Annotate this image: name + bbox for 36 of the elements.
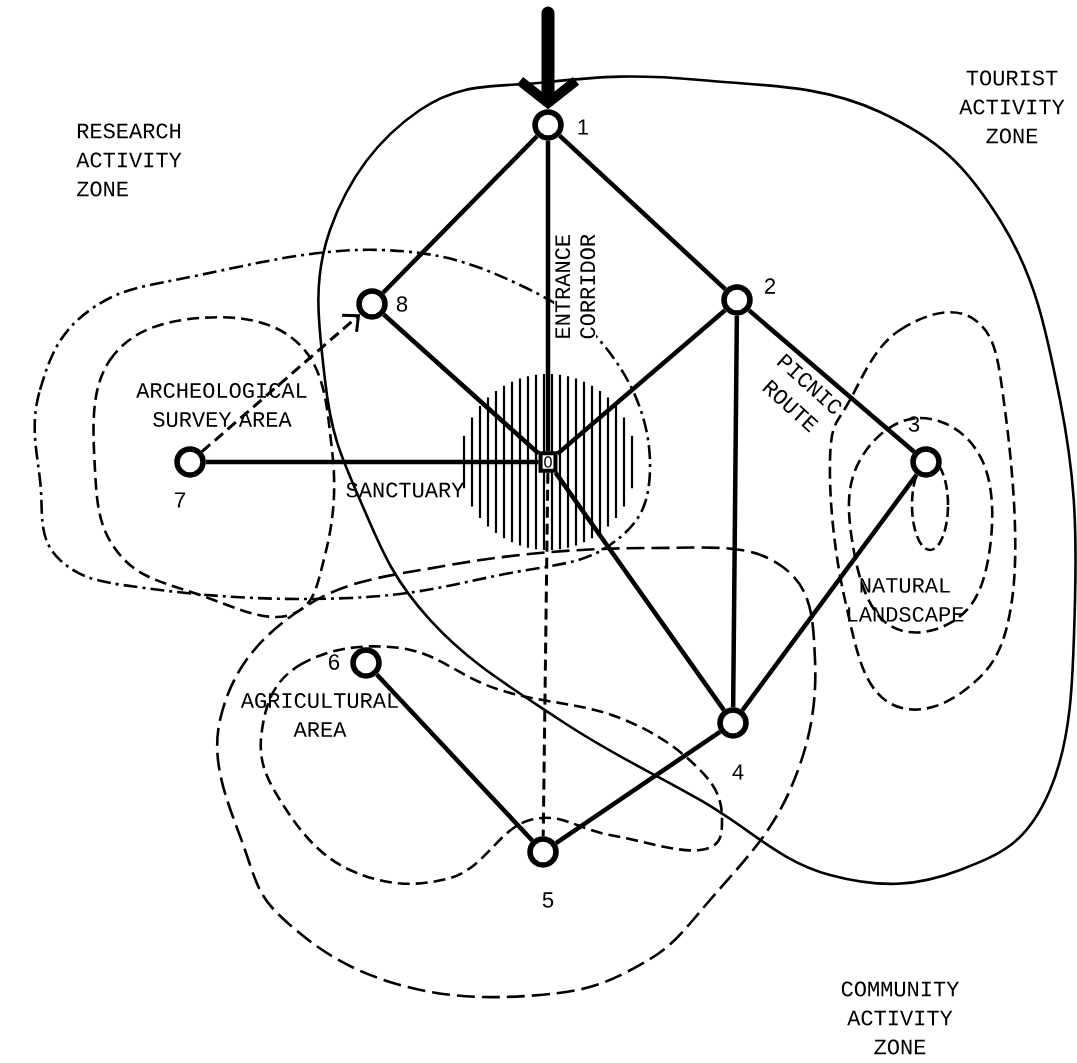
circle-node bbox=[356, 288, 388, 320]
circle-node bbox=[717, 707, 749, 739]
circle-node bbox=[532, 109, 564, 141]
path-line bbox=[558, 134, 727, 291]
path-line bbox=[382, 312, 541, 456]
edge-label: ENTRANCE CORRIDOR bbox=[554, 220, 597, 353]
circle-node bbox=[910, 446, 942, 478]
square-node: 0 bbox=[538, 451, 558, 473]
path-line bbox=[747, 308, 916, 454]
node-number: 2 bbox=[765, 278, 775, 294]
node-number: 8 bbox=[396, 296, 408, 312]
node-number: 1 bbox=[578, 119, 589, 135]
path-line bbox=[375, 672, 534, 843]
arrow bbox=[200, 313, 361, 453]
area-label: AGRICULTURAL AREA bbox=[240, 693, 398, 737]
circle-node bbox=[721, 284, 753, 316]
area-label: TOURIST ACTIVITY ZONE bbox=[959, 70, 1065, 144]
path-line bbox=[740, 473, 919, 712]
area-label: COMMUNITY ACTIVITY ZONE bbox=[841, 981, 959, 1055]
path-line bbox=[553, 471, 726, 712]
circle-node bbox=[174, 446, 206, 478]
path-line bbox=[730, 315, 740, 708]
area-label: RESEARCH ACTIVITY ZONE bbox=[76, 123, 182, 197]
node-number: 6 bbox=[329, 654, 340, 670]
path-line bbox=[554, 729, 722, 845]
node-number: 4 bbox=[732, 764, 744, 780]
path-line bbox=[381, 134, 539, 295]
path-line bbox=[556, 308, 727, 456]
path-line bbox=[545, 140, 551, 452]
node-number: 7 bbox=[175, 492, 185, 508]
path-line bbox=[541, 472, 550, 837]
circle-node bbox=[350, 647, 382, 679]
node-number: 5 bbox=[542, 892, 554, 908]
path-line bbox=[205, 459, 539, 465]
circle-node bbox=[527, 836, 559, 868]
area-label: ARCHEOLOGICAL SURVEY AREA bbox=[136, 383, 307, 427]
